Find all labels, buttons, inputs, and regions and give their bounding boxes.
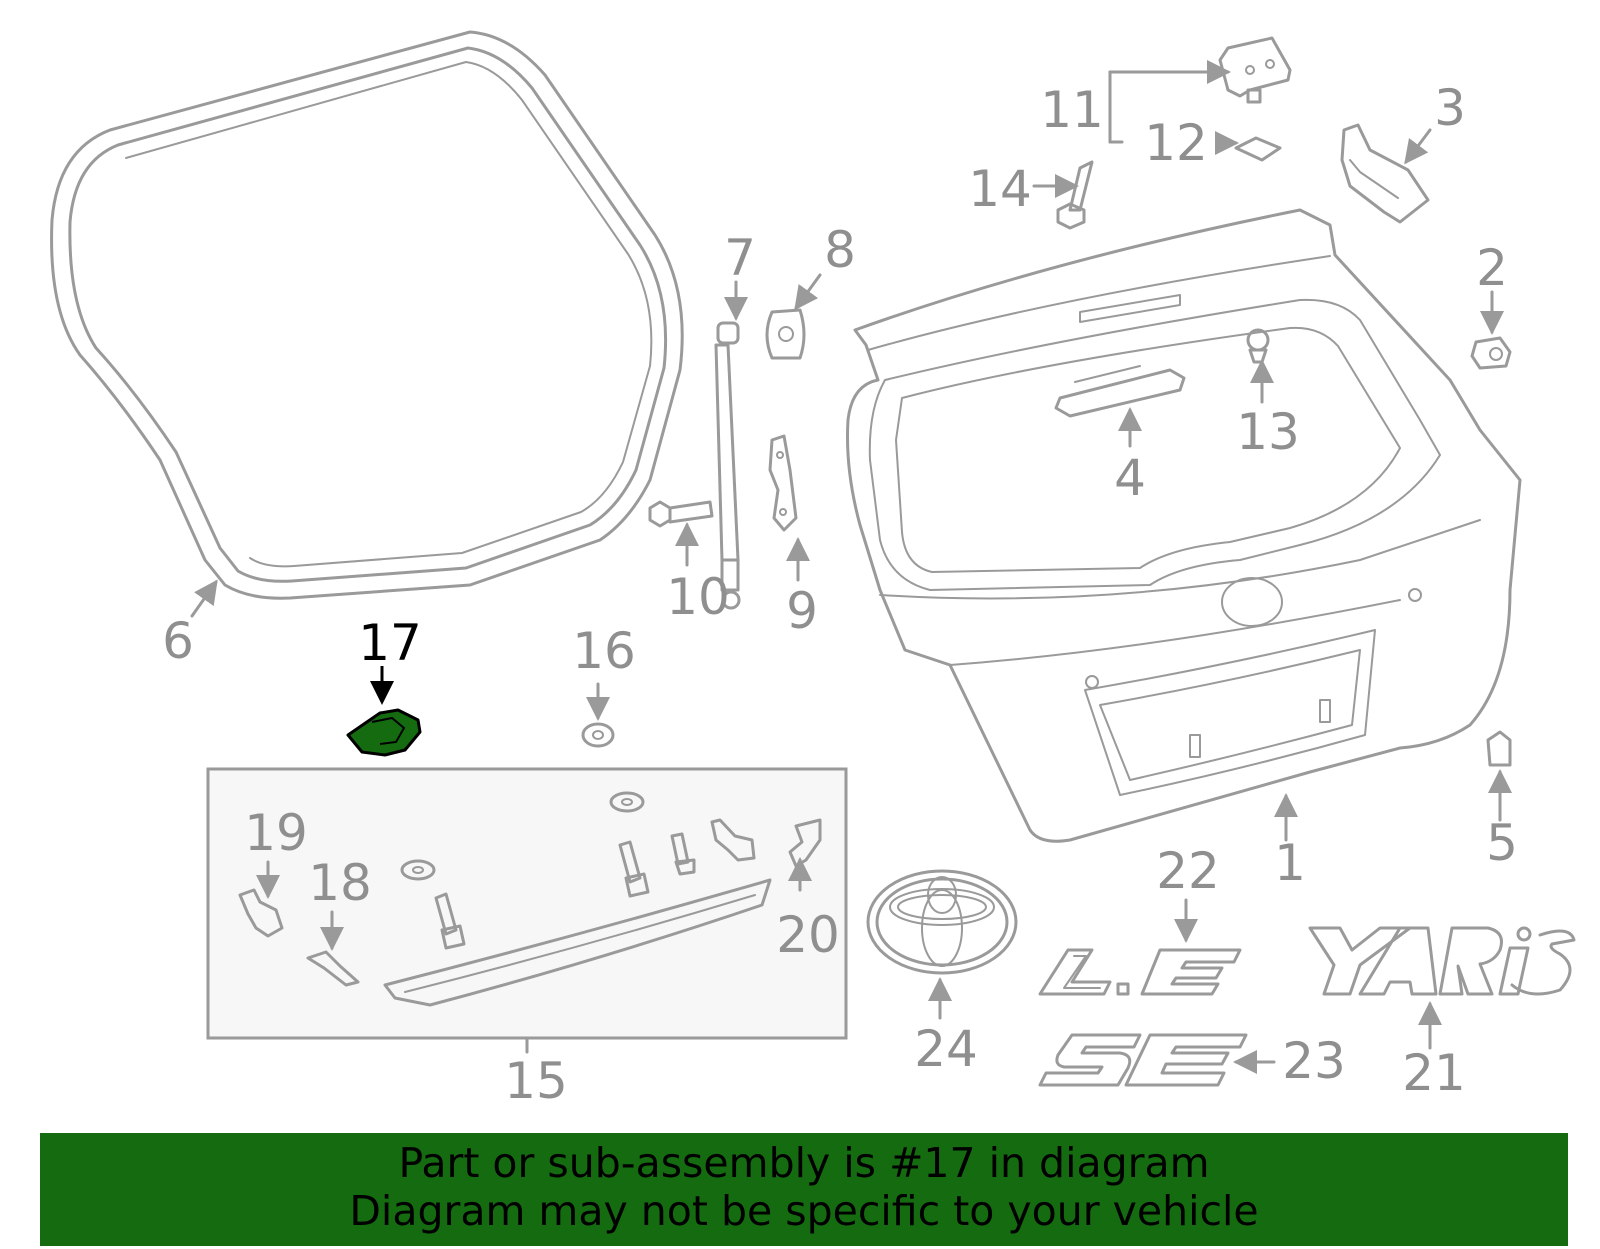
callout-11: 11 <box>1040 81 1104 139</box>
callout-22: 22 <box>1156 842 1220 900</box>
part-2-clip <box>1470 336 1512 370</box>
callout-3: 3 <box>1434 79 1466 137</box>
callout-13: 13 <box>1236 403 1300 461</box>
part-23-se-emblem <box>1038 1033 1248 1087</box>
callout-4: 4 <box>1114 449 1146 507</box>
callout-labels: 11 12 14 3 2 13 4 7 8 10 9 6 17 16 1 5 1… <box>162 79 1518 1110</box>
part-1-back-door <box>846 208 1522 843</box>
callout-23: 23 <box>1282 1032 1346 1090</box>
part-6-weatherstrip <box>50 30 684 600</box>
callout-21: 21 <box>1402 1044 1466 1102</box>
callout-16: 16 <box>572 622 636 680</box>
part-16-nut <box>581 722 615 748</box>
callout-2: 2 <box>1476 239 1508 297</box>
callout-12: 12 <box>1144 114 1208 172</box>
part-7-gas-strut <box>714 321 741 610</box>
callout-24: 24 <box>914 1020 978 1078</box>
callout-20: 20 <box>776 906 840 964</box>
part-10-bolt <box>648 500 714 528</box>
part-13-clip <box>1246 328 1270 364</box>
callout-5: 5 <box>1486 814 1518 872</box>
callout-19: 19 <box>244 804 308 862</box>
part-5-clip <box>1486 730 1512 767</box>
part-12-plate <box>1234 136 1282 162</box>
part-4-handle <box>1054 365 1186 418</box>
callout-6: 6 <box>162 612 194 670</box>
info-banner: Part or sub-assembly is #17 in diagram D… <box>40 1133 1568 1246</box>
callout-15: 15 <box>504 1052 568 1110</box>
callout-14: 14 <box>968 160 1032 218</box>
callout-1: 1 <box>1274 834 1306 892</box>
callout-18: 18 <box>308 854 372 912</box>
part-17-highlighted <box>346 708 422 757</box>
callout-17: 17 <box>358 614 422 672</box>
part-8-bumper <box>765 308 806 360</box>
callout-7: 7 <box>724 229 756 287</box>
part-3-bracket <box>1340 123 1430 224</box>
part-21-yaris-emblem <box>1308 926 1576 996</box>
part-14-bolt <box>1056 160 1094 230</box>
part-9-bracket <box>768 434 798 532</box>
part-22-le-emblem <box>1038 948 1242 996</box>
callout-9: 9 <box>786 582 818 640</box>
callout-10: 10 <box>666 568 730 626</box>
callout-leaders <box>190 60 1512 1074</box>
banner-line-2: Diagram may not be specific to your vehi… <box>349 1187 1259 1235</box>
callout-8: 8 <box>824 221 856 279</box>
banner-line-1: Part or sub-assembly is #17 in diagram <box>398 1139 1210 1187</box>
part-15-garnish-kit <box>206 767 848 1054</box>
part-11-hinge <box>1218 36 1292 104</box>
part-24-emblem <box>866 869 1018 975</box>
